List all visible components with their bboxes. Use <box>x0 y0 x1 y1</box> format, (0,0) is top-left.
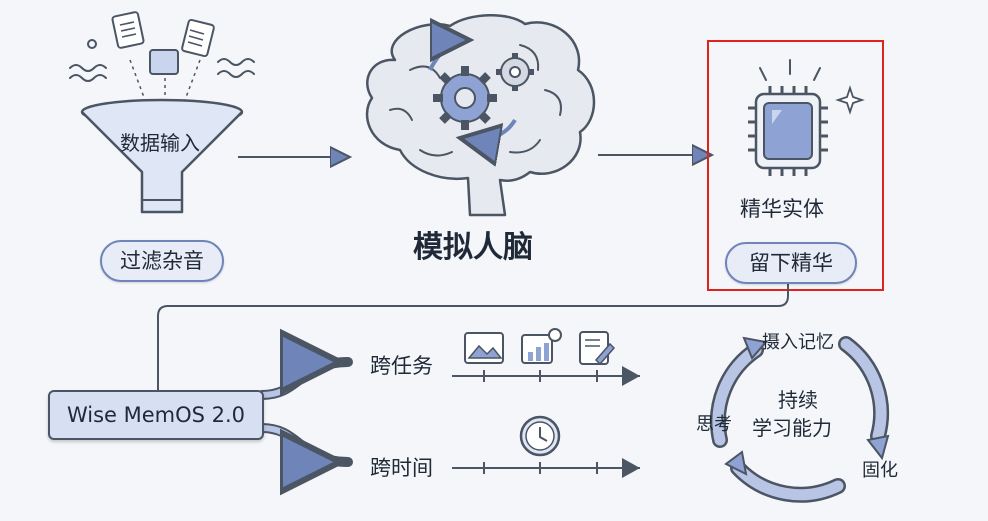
cycle-arrows <box>710 336 890 503</box>
chip-label: 精华实体 <box>740 197 824 221</box>
chip-icon <box>748 59 865 176</box>
branch-cross-task: 跨任务 <box>370 354 433 378</box>
filter-noise-bubble: 过滤杂音 <box>100 240 224 282</box>
cycle-consolidate: 固化 <box>862 460 898 481</box>
brain-label: 模拟人脑 <box>413 230 533 265</box>
funnel-label: 数据输入 <box>120 131 200 155</box>
connector-line <box>157 280 789 392</box>
edit-document-icon <box>579 331 616 366</box>
funnel-icon <box>69 11 255 214</box>
brain-icon <box>365 14 596 217</box>
product-box: Wise MemOS 2.0 <box>48 390 264 440</box>
image-icon <box>464 332 504 364</box>
timeline-time <box>452 458 640 478</box>
document-icon <box>111 11 215 75</box>
highlight-box <box>707 40 884 291</box>
cycle-ingest-memory: 摄入记忆 <box>762 332 834 353</box>
cycle-center-line1: 持续 <box>778 388 818 412</box>
branch-cross-time: 跨时间 <box>370 456 433 480</box>
report-settings-icon <box>521 328 562 364</box>
cycle-think: 思考 <box>696 414 732 435</box>
cycle-center-line2: 学习能力 <box>752 416 832 440</box>
arrow-cross-time <box>259 425 340 462</box>
arrow-cross-task <box>259 362 340 398</box>
clock-icon <box>519 415 561 457</box>
keep-essence-bubble: 留下精华 <box>725 242 857 284</box>
timeline-task <box>452 366 640 386</box>
